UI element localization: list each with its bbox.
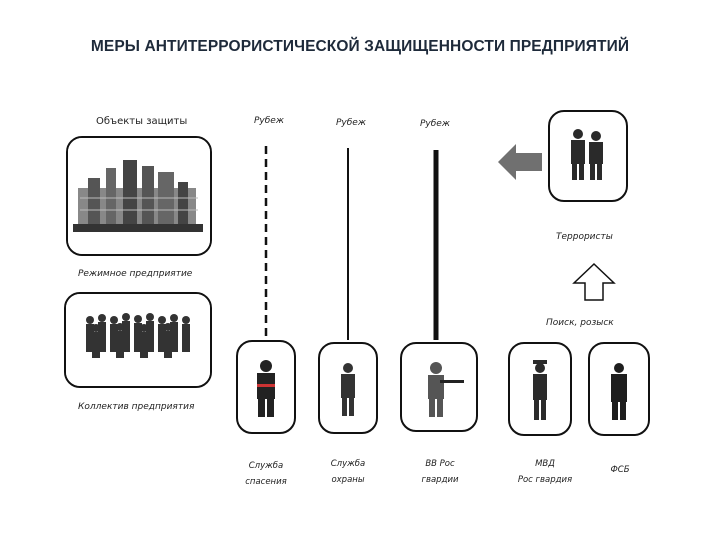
terrorists-label: Террористы <box>556 232 613 242</box>
boundary-label-3: Рубеж <box>420 119 450 129</box>
fsb-caption: ФСБ <box>610 465 630 475</box>
mvd-frame <box>508 342 572 436</box>
threat-arrow-icon <box>498 144 542 180</box>
soldier-image <box>428 362 464 417</box>
boundary-label-2: Рубеж <box>336 118 366 128</box>
police-image <box>533 360 547 420</box>
up-arrow-icon <box>572 262 616 301</box>
enterprise-image-frame <box>66 136 212 256</box>
agent-image <box>611 363 627 420</box>
objects-label: Объекты защиты <box>96 116 188 127</box>
guard-image <box>341 363 355 416</box>
staff-label: Коллектив предприятия <box>78 402 195 412</box>
staff-image-frame <box>64 292 212 388</box>
firefighter-image <box>257 360 275 417</box>
search-label: Поиск, розыск <box>546 318 614 328</box>
rescue-service-frame <box>236 340 296 434</box>
boundary-label-1: Рубеж <box>254 116 284 126</box>
national-guard-frame <box>400 342 478 432</box>
staff-group-image <box>66 294 210 386</box>
security-service-frame <box>318 342 378 434</box>
fsb-frame <box>588 342 650 436</box>
terrorists-image-frame <box>548 110 628 202</box>
page-title: МЕРЫ АНТИТЕРРОРИСТИЧЕСКОЙ ЗАЩИЩЕННОСТИ П… <box>90 38 630 55</box>
enterprise-label: Режимное предприятие <box>78 269 193 279</box>
terrorists-image <box>571 129 603 180</box>
factory-image <box>68 138 210 254</box>
